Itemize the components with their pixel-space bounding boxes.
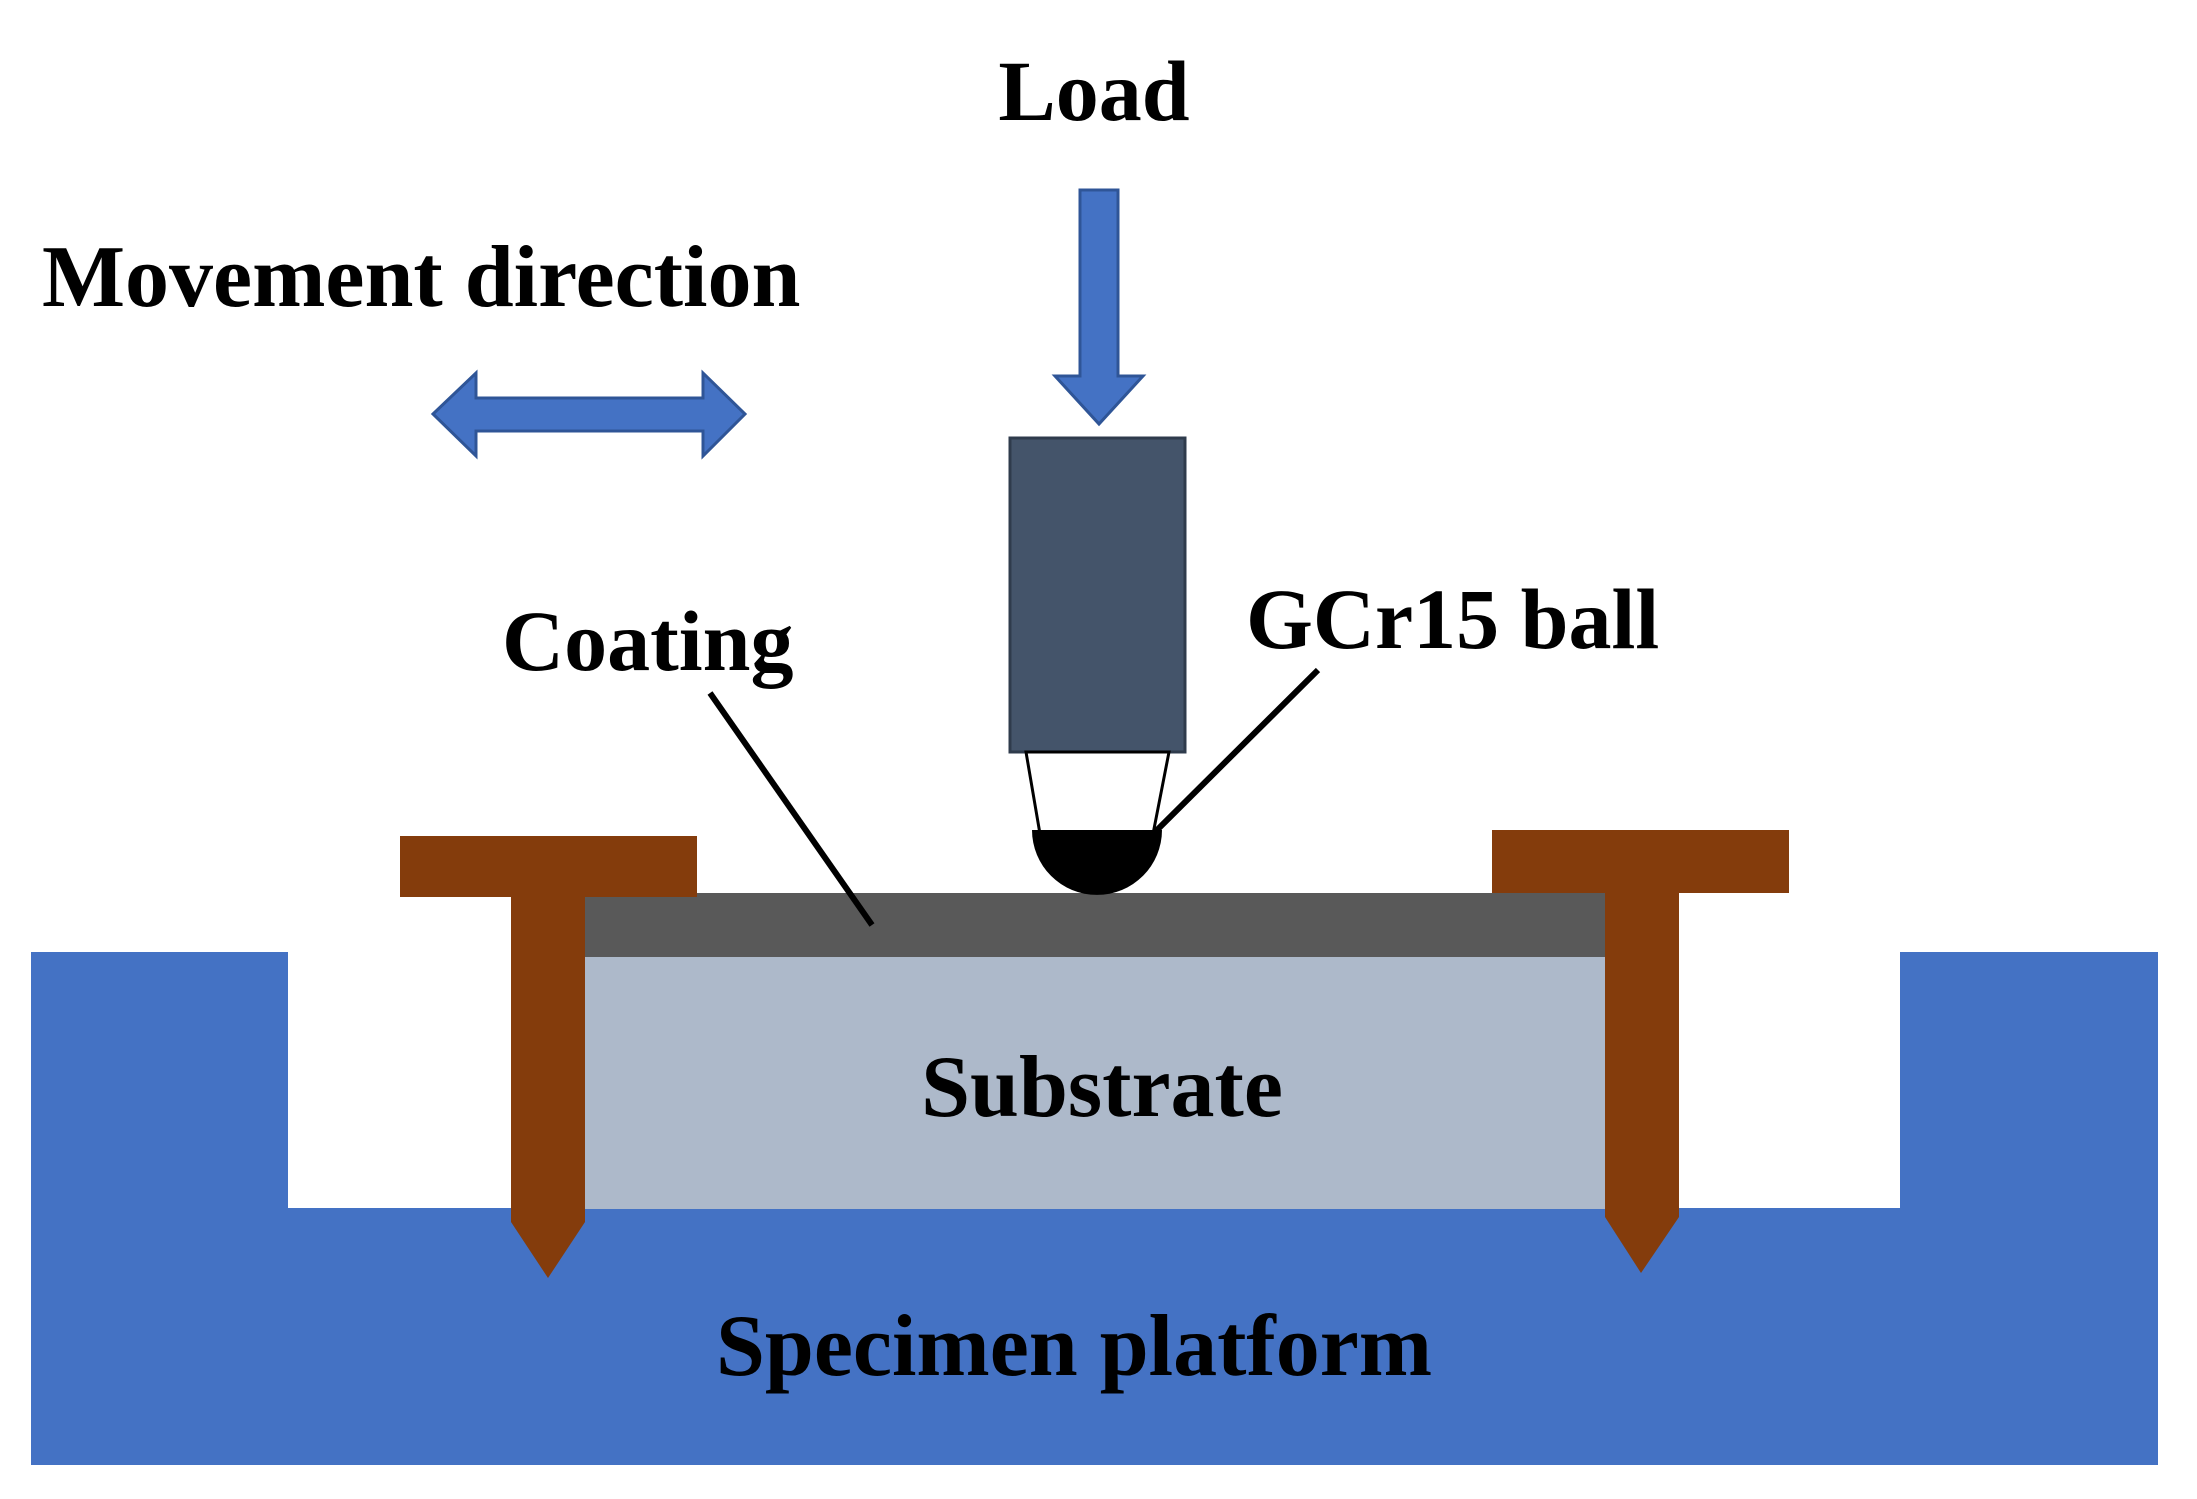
ball-label: GCr15 ball [1246, 571, 1659, 667]
clamp-right [1492, 830, 1789, 1273]
movement-direction-label: Movement direction [42, 229, 800, 326]
gcr15-ball [1032, 830, 1162, 895]
coating-label: Coating [502, 593, 793, 689]
specimen-platform-label: Specimen platform [716, 1298, 1432, 1395]
clamp-left [400, 836, 697, 1278]
substrate-block [585, 957, 1605, 1209]
movement-double-arrow-icon [430, 369, 748, 460]
ball-leader-line [1150, 667, 1321, 837]
holder-tip [1024, 750, 1171, 836]
load-arrow-icon [1051, 188, 1147, 427]
ball-holder [1008, 436, 1187, 754]
substrate-label: Substrate [921, 1039, 1283, 1136]
coating-layer [585, 893, 1605, 957]
load-label: Load [998, 43, 1189, 139]
coating-leader-line [707, 691, 875, 927]
